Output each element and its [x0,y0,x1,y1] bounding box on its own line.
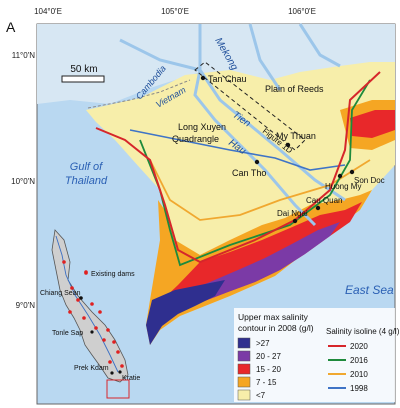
isoline-2020 [95,71,381,264]
cau-quan-marker [315,205,321,211]
legend-salinity-title2: contour in 2008 (g/l) [238,323,314,333]
tan-chau-marker [200,75,206,81]
legend-swatch-label-3: 7 - 15 [256,378,277,387]
huong-my-marker [337,173,343,179]
legend-swatch-label-0: >27 [256,339,270,348]
legend-salinity: Upper max salinity contour in 2008 (g/l)… [234,308,324,402]
inset-mekong-basin: Existing dams Chiang Sean Tonle Sap Prek… [40,229,140,399]
cau-quan-label: Cau Quan [306,196,342,205]
prek-kdam-label: Prek Kdam [74,365,109,372]
country-border [87,79,191,109]
isoline-2016 [139,79,371,267]
lat-tick-10: 10°0'N [11,177,35,186]
legend-swatch-1 [237,350,251,362]
panel-letter: A [6,19,16,35]
river-network [119,23,346,227]
lat-tick-11: 11°0'N [12,51,35,60]
tan-chau-label: Tan Chau [208,74,247,84]
lon-tick-105: 105°0'E [161,7,189,16]
legend-isoline-label-2: 2010 [350,370,368,379]
salinity-band-over-27 [146,280,225,345]
lat-tick-9: 9°0'N [16,301,36,310]
salinity-band-15-20-east [350,110,395,138]
figure-1d-box [194,61,306,151]
can-tho-label: Can Tho [232,168,266,178]
inset-dams-label: Existing dams [91,271,135,278]
legend-isoline-label-0: 2020 [350,342,368,351]
huong-my-label: Huong My [325,182,361,191]
legend-salinity-items: >27 20 - 27 15 - 20 7 - 15 <7 [237,337,281,401]
kratie-marker [118,370,122,374]
quadrangle-label: Quadrangle [172,134,219,144]
lon-tick-104: 104°0'E [34,7,62,16]
legend-salinity-title1: Upper max salinity [238,312,309,322]
gulf-label-line2: Thailand [65,175,108,187]
inset-river [55,235,119,373]
legend-isoline-bg [324,308,395,402]
dai-ngai-label: Dai Ngai [277,209,308,218]
chiang-sean-marker [79,296,83,300]
legend-isoline-label-3: 1998 [350,384,368,393]
tonle-sap-label: Tonle Sap [52,330,83,337]
gulf-label-line1: Gulf of [70,161,103,173]
my-thuan-label: My Thuan [276,131,316,141]
legend-isoline-items: 2020 2016 2010 1998 [328,342,368,393]
dai-ngai-marker [292,218,298,224]
kratie-label: Kratie [122,375,140,382]
scale-bar-label: 50 km [70,64,97,75]
legend-swatch-0 [237,337,251,349]
tonle-sap-marker [90,330,94,334]
isoline-2010 [149,159,371,221]
inset-legend-dam [84,271,88,275]
legend-swatch-3 [237,376,251,388]
chiang-sean-label: Chiang Sean [40,290,81,297]
inset-dam-markers [62,260,124,368]
legend-isoline-title: Salinity isoline (4 g/l) [326,327,400,336]
legend-isoline-label-1: 2016 [350,356,368,365]
son-doc-marker [349,169,355,175]
son-doc-label: Son Doc [354,176,385,185]
plain-of-reeds-label: Plain of Reeds [265,84,324,94]
can-tho-marker [254,159,260,165]
legend-swatch-label-4: <7 [256,391,266,400]
prek-kdam-marker [110,371,114,375]
legend-swatch-2 [237,363,251,375]
legend-swatch-label-1: 20 - 27 [256,352,281,361]
long-xuyen-label: Long Xuyen [178,122,226,132]
legend-swatch-4 [237,389,251,401]
legend-isoline: Salinity isoline (4 g/l) 2020 2016 2010 199… [324,308,400,402]
scale-bar [61,75,105,83]
east-sea-label: East Sea [345,283,394,297]
legend-swatch-label-2: 15 - 20 [256,365,281,374]
my-thuan-marker [285,142,291,148]
inset-study-area-box [106,379,130,399]
isoline-1998 [129,129,346,171]
lon-tick-106: 106°0'E [288,7,316,16]
